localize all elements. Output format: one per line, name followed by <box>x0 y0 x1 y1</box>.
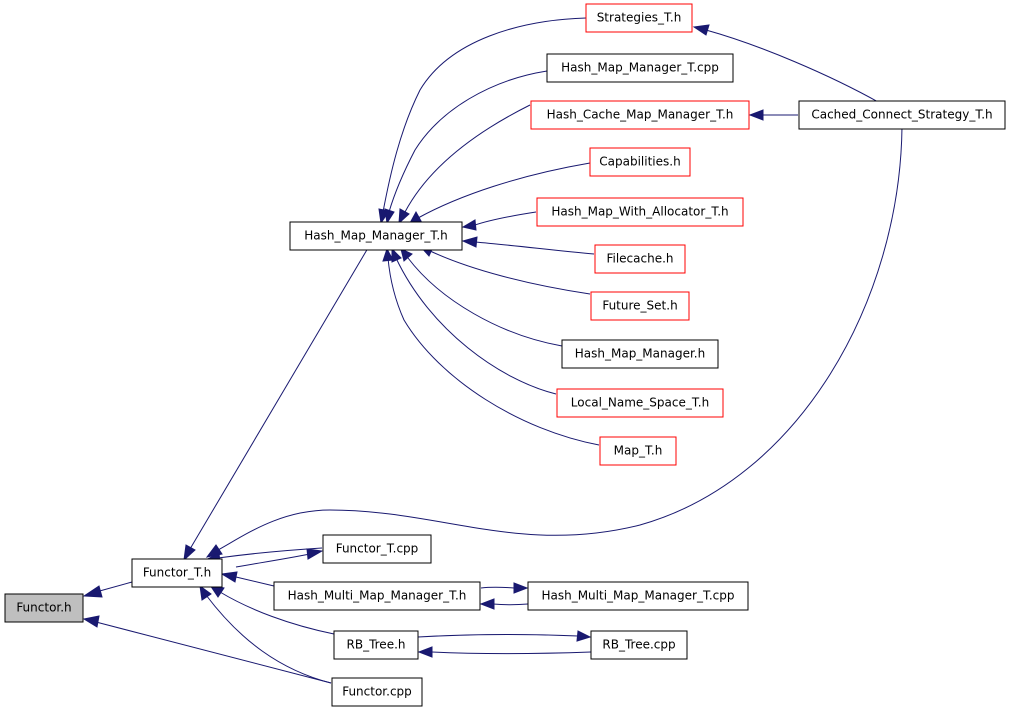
edge-capabilities-to-hash-map-manager-t-h <box>417 162 591 219</box>
edge-hmmm-cpp-to-hmmm-h <box>492 603 529 606</box>
arrowhead-into-hmm-t-h-from-filecache <box>461 236 478 248</box>
arrowhead-into-hash-cache-from-cached-connect <box>748 109 764 121</box>
node-label: Functor.h <box>16 601 71 615</box>
arrowhead-into-functor-h-from-functor-t-h <box>82 585 103 598</box>
node-label: Filecache.h <box>606 252 673 266</box>
arrowhead-into-hmm-t-h-from-hmm-cpp <box>384 208 395 225</box>
node-hash-multi-map-manager-t-cpp[interactable]: Hash_Multi_Map_Manager_T.cpp <box>527 581 749 611</box>
node-hash-cache-map-manager-t-h[interactable]: Hash_Cache_Map_Manager_T.h <box>530 100 750 130</box>
arrowhead-into-hmmm-h-from-hmmm-cpp <box>479 598 495 610</box>
node-local-name-space-t-h[interactable]: Local_Name_Space_T.h <box>556 388 724 418</box>
arrowhead-into-functor-t-h-from-hash-map-manager <box>183 544 196 562</box>
node-label: Hash_Multi_Map_Manager_T.h <box>288 589 467 603</box>
node-rb-tree-h[interactable]: RB_Tree.h <box>333 630 419 660</box>
node-label: Map_T.h <box>614 444 663 458</box>
edge-map-t-to-hash-map-manager-t-h <box>387 257 600 446</box>
node-strategies-t-h[interactable]: Strategies_T.h <box>585 3 693 33</box>
node-map-t-h[interactable]: Map_T.h <box>599 436 677 466</box>
node-hash-map-with-allocator-t-h[interactable]: Hash_Map_With_Allocator_T.h <box>536 197 744 227</box>
node-label: Hash_Multi_Map_Manager_T.cpp <box>541 589 734 603</box>
edges <box>95 17 903 684</box>
arrowhead-into-hmmm-cpp-from-hmmm-h <box>513 582 529 594</box>
node-label: Future_Set.h <box>602 299 677 313</box>
edge-hmwa-to-hash-map-manager-t-h <box>474 211 537 226</box>
node-label: Hash_Map_Manager_T.h <box>304 229 447 243</box>
node-filecache-h[interactable]: Filecache.h <box>594 244 686 274</box>
node-label: RB_Tree.h <box>347 638 406 652</box>
node-hash-map-manager-t-cpp[interactable]: Hash_Map_Manager_T.cpp <box>546 53 734 83</box>
arrowhead-into-hmm-t-h-from-local-name-space <box>391 247 402 263</box>
arrowhead-into-hmm-t-h-from-hmwa <box>461 219 477 231</box>
node-functor-cpp[interactable]: Functor.cpp <box>331 677 423 707</box>
node-label: Functor_T.h <box>143 566 211 580</box>
node-cached-connect-strategy-t-h[interactable]: Cached_Connect_Strategy_T.h <box>798 100 1006 130</box>
arrowhead-into-rb-tree-h-from-rb-tree-cpp <box>417 646 433 658</box>
node-future-set-h[interactable]: Future_Set.h <box>590 291 690 321</box>
arrowhead-into-functor-t-h-from-hmmm-h <box>220 571 238 583</box>
node-label: Hash_Cache_Map_Manager_T.h <box>547 108 734 122</box>
arrowhead-into-hmm-t-h-from-map-t <box>382 247 394 262</box>
arrowhead-into-strategies-from-cached-connect <box>692 24 710 36</box>
node-functor-h[interactable]: Functor.h <box>4 593 84 623</box>
edge-strategies-to-hash-map-manager-t-h <box>382 17 587 213</box>
node-label: Hash_Map_With_Allocator_T.h <box>551 205 728 219</box>
edge-hash-map-manager-t-h-to-functor-t-h <box>189 247 369 550</box>
edge-hash-cache-to-hash-map-manager-t-h <box>404 104 531 213</box>
edge-future-set-to-hash-map-manager-t-h <box>427 249 591 295</box>
arrowhead-into-functor-t-h-from-functor-cpp <box>199 584 212 601</box>
arrowhead-into-hmm-t-h-from-hash-cache <box>398 208 410 225</box>
arrowhead-into-functor-h-from-functor-cpp <box>82 615 100 628</box>
node-functor-t-h[interactable]: Functor_T.h <box>131 558 223 588</box>
edge-functor-t-cpp-to-functor-t-h <box>217 547 323 559</box>
edge-hash-multi-map-manager-t-h-to-functor-t-h <box>235 576 275 587</box>
edge-cached-connect-strategy-to-functor-t-h <box>217 126 903 551</box>
node-label: Hash_Map_Manager.h <box>575 347 705 361</box>
arrowhead-into-rb-tree-cpp-from-rb-tree-h <box>576 630 592 642</box>
arrowhead-into-hmm-t-h-from-capabilities <box>409 210 422 224</box>
edge-hmmm-h-to-hmmm-cpp <box>480 586 515 589</box>
node-functor-t-cpp[interactable]: Functor_T.cpp <box>322 534 432 564</box>
edge-rb-tree-cpp-to-rb-tree-h <box>431 651 592 654</box>
edge-cached-connect-to-strategies <box>705 29 881 104</box>
node-label: Strategies_T.h <box>597 11 682 25</box>
node-label: Hash_Map_Manager_T.cpp <box>561 61 719 75</box>
edge-hmm-cpp-to-hash-map-manager-t-h <box>388 70 548 213</box>
node-label: RB_Tree.cpp <box>602 638 675 652</box>
edge-hmm-h-to-hash-map-manager-t-h <box>407 257 563 347</box>
arrowhead-into-functor-t-cpp-from-functor-t-h <box>306 548 324 560</box>
node-capabilities-h[interactable]: Capabilities.h <box>589 147 691 177</box>
edge-rb-tree-h-to-rb-tree-cpp <box>417 634 579 638</box>
edge-local-name-space-to-hash-map-manager-t-h <box>395 257 557 395</box>
node-label: Local_Name_Space_T.h <box>571 396 709 410</box>
edge-filecache-to-hash-map-manager-t-h <box>474 241 595 255</box>
node-label: Functor_T.cpp <box>336 542 419 556</box>
node-rb-tree-cpp[interactable]: RB_Tree.cpp <box>590 630 688 660</box>
node-hash-multi-map-manager-t-h[interactable]: Hash_Multi_Map_Manager_T.h <box>273 581 481 611</box>
arrowhead-into-hmm-t-h-from-hmm-h <box>400 248 413 262</box>
node-label: Functor.cpp <box>342 685 412 699</box>
node-label: Capabilities.h <box>599 155 680 169</box>
node-label: Cached_Connect_Strategy_T.h <box>811 108 992 122</box>
edge-functor-t-h-to-functor-h <box>95 581 133 593</box>
edge-rb-tree-h-to-functor-t-h <box>219 591 335 635</box>
edge-functor-t-h-to-functor-t-cpp <box>235 553 311 568</box>
edge-functor-cpp-to-functor-t-h <box>205 594 332 684</box>
node-hash-map-manager-t-h[interactable]: Hash_Map_Manager_T.h <box>289 221 463 251</box>
node-hash-map-manager-h[interactable]: Hash_Map_Manager.h <box>561 339 719 369</box>
arrowheads <box>82 24 764 658</box>
edge-functor-cpp-to-functor-h <box>95 621 332 684</box>
